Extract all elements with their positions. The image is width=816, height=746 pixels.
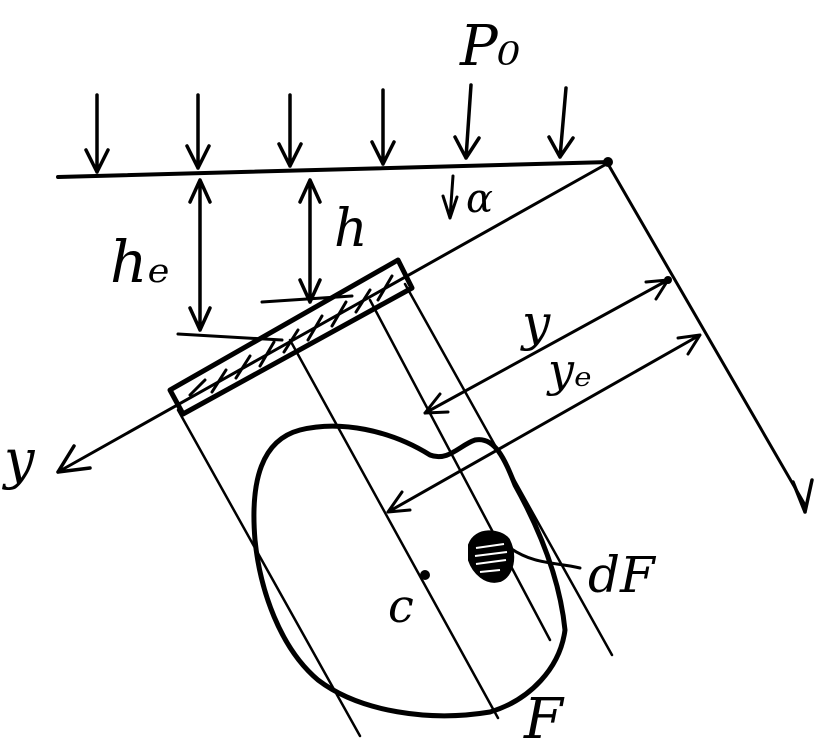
coordinate-y-label: y — [520, 294, 551, 352]
pressure-arrow — [84, 93, 110, 174]
y-end-point — [664, 276, 672, 284]
coordinate-yc-label: yₑ — [546, 343, 592, 397]
pressure-label: P₀ — [459, 14, 520, 79]
pressure-arrow — [370, 88, 396, 166]
pressure-arrow — [547, 86, 575, 159]
centroid-point — [420, 570, 430, 580]
angle-label: α — [466, 176, 493, 222]
pressure-arrow — [453, 83, 481, 160]
depth-centroid-label: hₑ — [110, 228, 170, 296]
normal-axis-arrowhead — [791, 478, 814, 514]
element-area-hatch — [474, 543, 508, 573]
depth-centroid-dimension — [188, 178, 212, 332]
depth-label: h — [334, 199, 368, 259]
strip-outline — [167, 257, 415, 417]
depth-centroid-extension — [176, 332, 284, 342]
free-surface-line — [56, 160, 612, 179]
depth-dimension — [298, 178, 322, 304]
surface-pressure-arrows — [84, 83, 575, 174]
coordinate-yc-dimension — [386, 333, 702, 514]
angle-marker — [441, 174, 459, 220]
pressure-arrow — [277, 93, 303, 168]
figure-area-label: F — [523, 687, 565, 746]
element-leader-line — [508, 546, 582, 570]
projection-line-left — [176, 408, 362, 738]
submerged-figure-outline — [251, 423, 568, 719]
element-area-label: dF — [588, 546, 657, 604]
axis-y-label: y — [2, 428, 36, 491]
y-axis-arrowhead — [56, 444, 92, 474]
centroid-axis-line — [288, 338, 500, 720]
centroid-label: c — [388, 579, 414, 633]
normal-axis-line — [606, 162, 807, 507]
inclined-wall-line — [56, 160, 612, 474]
pressure-arrow — [185, 93, 211, 170]
